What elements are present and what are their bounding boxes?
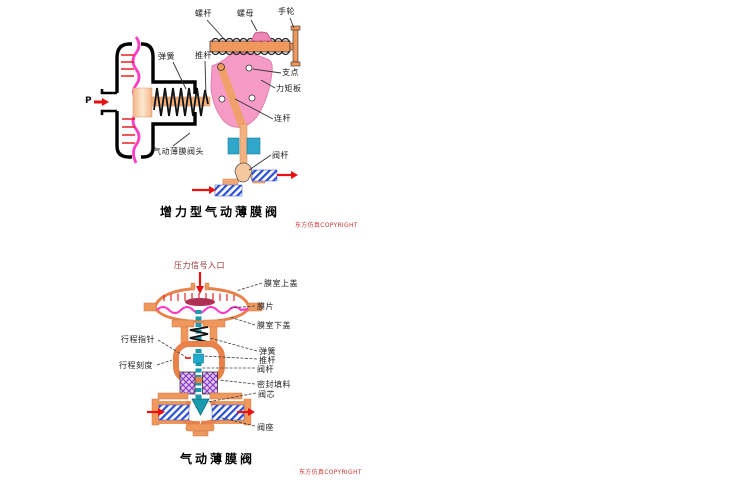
label-valve-plug: 阀芯	[258, 390, 275, 399]
plate-hole-right	[248, 94, 256, 102]
title-booster-valve: 增力型气动薄膜阀	[160, 205, 281, 219]
label-spring-top: 弹簧	[158, 52, 175, 61]
screw-rod	[209, 37, 291, 56]
label-handwheel: 手轮	[278, 7, 295, 16]
push-rod	[151, 96, 211, 107]
handwheel	[289, 25, 301, 67]
label-chamber-upper-cover: 膜室上盖	[264, 279, 298, 288]
label-signal-inlet: 压力信号入口	[174, 261, 225, 270]
pressure-hatch-marks	[121, 54, 135, 144]
flow-arrow-out	[277, 171, 298, 179]
piston	[132, 87, 153, 118]
connecting-rod	[217, 63, 246, 129]
chamber-flange-right	[247, 302, 263, 312]
inlet-port	[100, 89, 117, 115]
label-travel-pointer: 行程指针	[121, 335, 155, 344]
label-valve-stem-bottom: 阀杆	[257, 365, 274, 374]
label-valve-stem-top: 阀杆	[272, 151, 289, 160]
packing-left	[227, 137, 240, 155]
signal-arrow-icon	[196, 272, 204, 294]
title-diaphragm-valve: 气动薄膜阀	[180, 452, 256, 466]
watermark-bottom: 东方仿真COPYRIGHT	[299, 469, 362, 476]
nut	[250, 31, 273, 42]
label-seal-packing: 密封填料	[257, 380, 291, 389]
leader-lines	[172, 17, 295, 171]
diaphragm-valve-drawing	[143, 272, 263, 437]
fulcrum-point	[245, 64, 253, 72]
flow-arrow-in	[192, 186, 216, 194]
label-fulcrum: 支点	[282, 68, 299, 77]
seal-packing-right	[202, 371, 218, 395]
inlet-boss-right	[204, 282, 210, 291]
flow-arrow-in	[147, 408, 165, 416]
label-connecting-rod: 连杆	[274, 114, 291, 123]
yoke	[173, 341, 225, 383]
label-spring-bottom: 弹簧	[259, 347, 276, 356]
leader-lines	[156, 282, 263, 427]
label-screw-rod: 螺杆	[195, 9, 212, 18]
valve-plug	[191, 398, 210, 416]
label-nut: 螺母	[237, 9, 254, 18]
label-pressure-p: P	[85, 96, 92, 106]
pressure-blob	[185, 298, 215, 306]
diagram-booster-pneumatic-valve: P 螺杆 螺母 手轮 弹簧 推杆 支点 力矩板 连杆 阀杆 气动薄膜阀头 增力型…	[85, 0, 365, 240]
flange-under-dome-left	[171, 319, 195, 328]
travel-pointer	[193, 353, 204, 364]
spring	[153, 87, 209, 117]
packing-right	[246, 137, 261, 155]
inlet-arrow-icon	[94, 98, 109, 106]
flange-under-dome-right	[202, 319, 226, 328]
pipe-outlet	[251, 169, 278, 182]
label-push-rod-top: 推杆	[195, 51, 212, 60]
label-travel-scale: 行程刻度	[119, 361, 153, 370]
pipe-inlet	[214, 184, 243, 197]
actuator-head-outline	[115, 42, 197, 159]
inlet-boss-left	[190, 282, 196, 291]
plate-hole-left	[218, 95, 226, 103]
label-valve-seat: 阀座	[257, 423, 274, 432]
diagram-pneumatic-diaphragm-valve: 压力信号入口 膜室上盖 膜片 膜室下盖 行程指针 行程刻度 弹簧 推杆 阀杆 密…	[60, 250, 365, 482]
booster-valve-drawing	[94, 17, 301, 197]
label-diaphragm-head: 气动薄膜阀头	[153, 147, 204, 156]
watermark-top: 东方仿真COPYRIGHT	[295, 222, 358, 229]
seal-packing-left	[179, 371, 196, 395]
link-pivot	[217, 63, 225, 71]
chamber-flange-left	[143, 302, 157, 312]
label-force-plate: 力矩板	[276, 84, 302, 93]
label-chamber-lower-cover: 膜室下盖	[257, 321, 291, 330]
flow-arrow-out	[237, 408, 255, 416]
label-push-rod-bottom: 推杆	[259, 356, 276, 365]
label-diaphragm: 膜片	[257, 302, 274, 311]
